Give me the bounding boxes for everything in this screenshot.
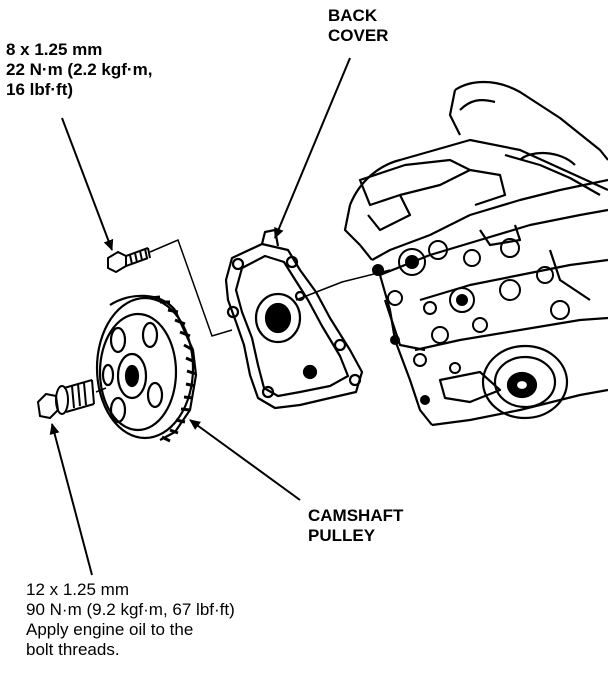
camshaft-pulley-arrow [189,419,301,501]
pulley-bolt-torque: 90 N·m (9.2 kgf·m, 67 lbf·ft) [26,600,235,619]
small-bolt-torque: 22 N·m (2.2 kgf·m, [6,60,153,79]
small-bolt-spec: 8 x 1.25 mm 22 N·m (2.2 kgf·m, 16 lbf·ft… [6,40,152,100]
pulley-bolt-note-line2: bolt threads. [26,640,120,659]
camshaft-pulley-label-line2: PULLEY [308,526,376,545]
alignment-lines [95,238,391,393]
pulley-bolt-size: 12 x 1.25 mm [26,580,129,599]
back-cover-label-line2: COVER [328,26,389,45]
back-cover-arrow [274,57,351,239]
small-bolt-torque-imperial: 16 lbf·ft) [6,80,74,99]
engine-block-details [372,238,570,405]
small-bolt-arrow [61,117,114,251]
pulley-bolt-note-line1: Apply engine oil to the [26,620,194,639]
block-pulley [481,344,569,420]
small-bolt-size: 8 x 1.25 mm [6,40,103,59]
pulley-bolt-arrow [49,423,93,576]
leader-arrows [49,57,351,576]
engine-block [343,81,608,427]
pulley-bolt-spec: 12 x 1.25 mm 90 N·m (9.2 kgf·m, 67 lbf·f… [26,580,235,660]
camshaft-pulley [95,294,198,443]
back-cover-label: BACK COVER [328,6,388,46]
cover-bolt [107,247,151,274]
pulley-bolt [36,379,95,420]
back-cover [224,228,364,410]
camshaft-pulley-label: CAMSHAFT PULLEY [308,506,403,546]
back-cover-label-line1: BACK [328,6,378,25]
camshaft-pulley-label-line1: CAMSHAFT [308,506,404,525]
